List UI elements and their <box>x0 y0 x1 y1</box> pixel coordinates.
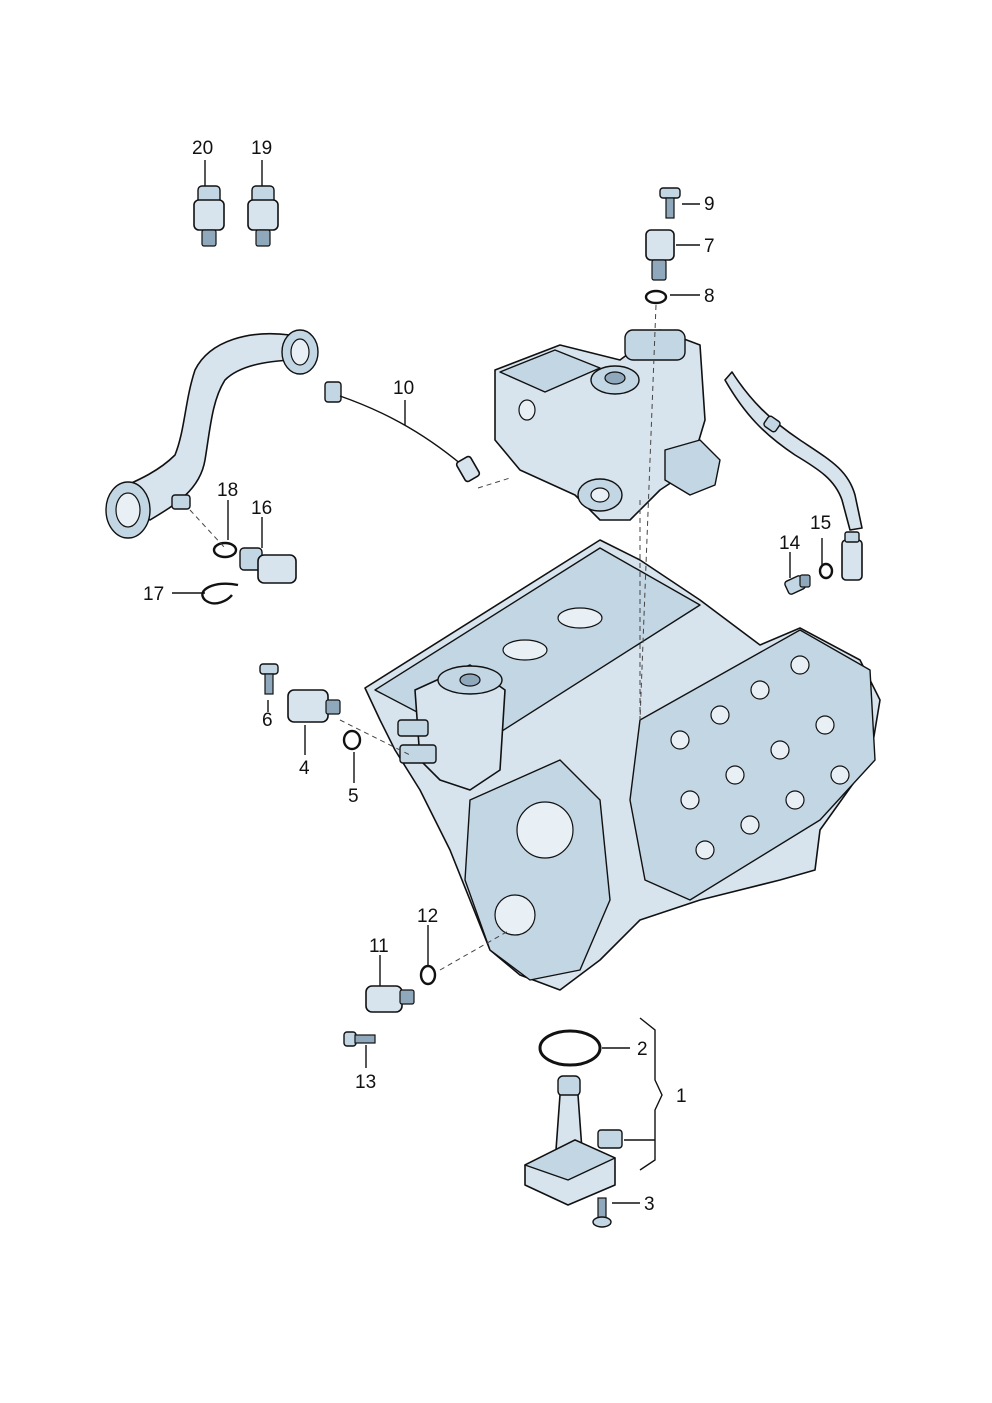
label-9: 9 <box>704 194 715 215</box>
label-2: 2 <box>637 1039 648 1060</box>
bolt-3 <box>592 1197 612 1228</box>
o-ring-15 <box>818 562 834 580</box>
label-14: 14 <box>779 533 801 554</box>
oil-level-sensor-1 <box>524 1075 623 1206</box>
label-7: 7 <box>704 236 715 257</box>
label-5: 5 <box>348 786 359 807</box>
label-19: 19 <box>251 138 272 159</box>
pressure-switch-19 <box>247 185 279 247</box>
label-8: 8 <box>704 286 715 307</box>
egr-module <box>494 329 721 521</box>
sensor-4 <box>287 689 341 723</box>
oil-filter-housing <box>397 664 506 791</box>
label-18: 18 <box>217 480 238 501</box>
bolt-9 <box>659 187 681 219</box>
o-ring-12 <box>419 964 437 986</box>
bolt-13 <box>343 1031 376 1047</box>
part-labels: 20 19 9 7 8 10 18 16 17 14 15 6 4 5 12 1… <box>143 138 831 1215</box>
bolt-6 <box>259 663 279 695</box>
label-15: 15 <box>810 513 831 534</box>
o-ring-5 <box>342 729 362 751</box>
label-16: 16 <box>251 498 272 519</box>
sensor-10 <box>324 381 481 483</box>
label-12: 12 <box>417 906 438 927</box>
t-piece <box>841 531 863 581</box>
label-1: 1 <box>676 1086 687 1107</box>
sensor-16 <box>239 547 297 584</box>
assembly-lines <box>189 304 657 971</box>
label-10: 10 <box>393 378 414 399</box>
o-ring-8 <box>644 289 668 305</box>
cylinder-head-bolts <box>670 655 850 860</box>
sensor-7 <box>645 229 675 281</box>
o-ring-18 <box>212 541 238 559</box>
sensor-11 <box>365 985 415 1013</box>
connector-14 <box>784 574 811 595</box>
pressure-switch-20 <box>193 185 225 247</box>
breather-hose <box>724 371 863 531</box>
label-3: 3 <box>644 1194 655 1215</box>
label-6: 6 <box>262 710 273 731</box>
label-4: 4 <box>299 758 310 779</box>
label-13: 13 <box>355 1072 376 1093</box>
label-11: 11 <box>369 936 389 957</box>
engine-block <box>364 539 881 991</box>
label-17: 17 <box>143 584 164 605</box>
retaining-clip-17 <box>201 582 239 605</box>
label-20: 20 <box>192 138 213 159</box>
coolant-hose <box>105 329 319 539</box>
leader-lines <box>172 160 823 1204</box>
seal-ring-2 <box>538 1029 602 1067</box>
